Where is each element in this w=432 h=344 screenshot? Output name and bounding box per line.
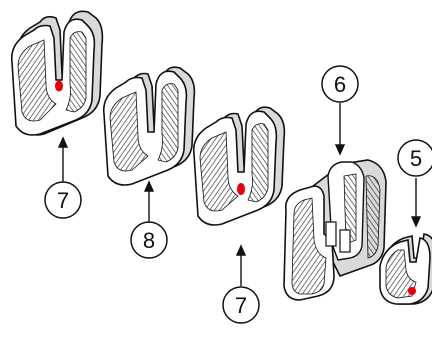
arrow-callout-7-middle [235, 244, 247, 286]
callout-7-middle-label: 7 [235, 293, 247, 318]
callout-8: 8 [130, 221, 168, 259]
part-7-upper-left [10, 10, 104, 136]
callout-7-left: 7 [44, 181, 82, 219]
part-7-middle [192, 106, 286, 226]
callout-5: 5 [397, 139, 432, 177]
arrow-callout-8 [143, 180, 155, 222]
arrow-callout-6 [334, 103, 346, 156]
part-5 [379, 233, 432, 305]
arrow-callout-7-left [57, 136, 69, 182]
callout-6: 6 [321, 65, 359, 103]
part-6 [283, 159, 387, 301]
callout-6-label: 6 [334, 72, 346, 97]
callout-7-left-label: 7 [57, 188, 69, 213]
arrow-callout-5 [410, 178, 422, 228]
leader-arrows [57, 103, 422, 286]
callout-7-middle: 7 [222, 286, 260, 324]
callout-8-label: 8 [143, 228, 155, 253]
callout-5-label: 5 [410, 146, 422, 171]
part-8 [102, 66, 196, 186]
